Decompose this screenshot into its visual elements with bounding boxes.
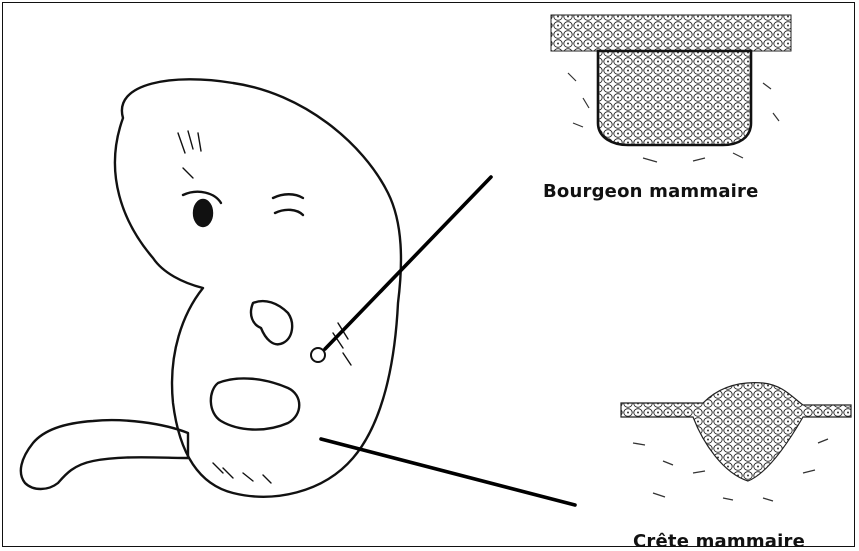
eye bbox=[194, 200, 212, 226]
label-mammary-ridge: Crête mammaire bbox=[633, 531, 805, 547]
mammary-bud-histology bbox=[551, 15, 791, 162]
lower-limb bbox=[211, 378, 299, 429]
embryo-outline bbox=[115, 79, 401, 496]
pointer-bud bbox=[325, 177, 491, 349]
embryo-illustration bbox=[3, 3, 855, 547]
umbilical-cord bbox=[21, 420, 188, 489]
embryo-drawing bbox=[21, 79, 401, 496]
label-mammary-bud: Bourgeon mammaire bbox=[543, 181, 759, 202]
mammary-ridge-histology bbox=[621, 383, 851, 501]
pointer-ridge bbox=[321, 439, 575, 505]
upper-limb bbox=[251, 301, 292, 344]
